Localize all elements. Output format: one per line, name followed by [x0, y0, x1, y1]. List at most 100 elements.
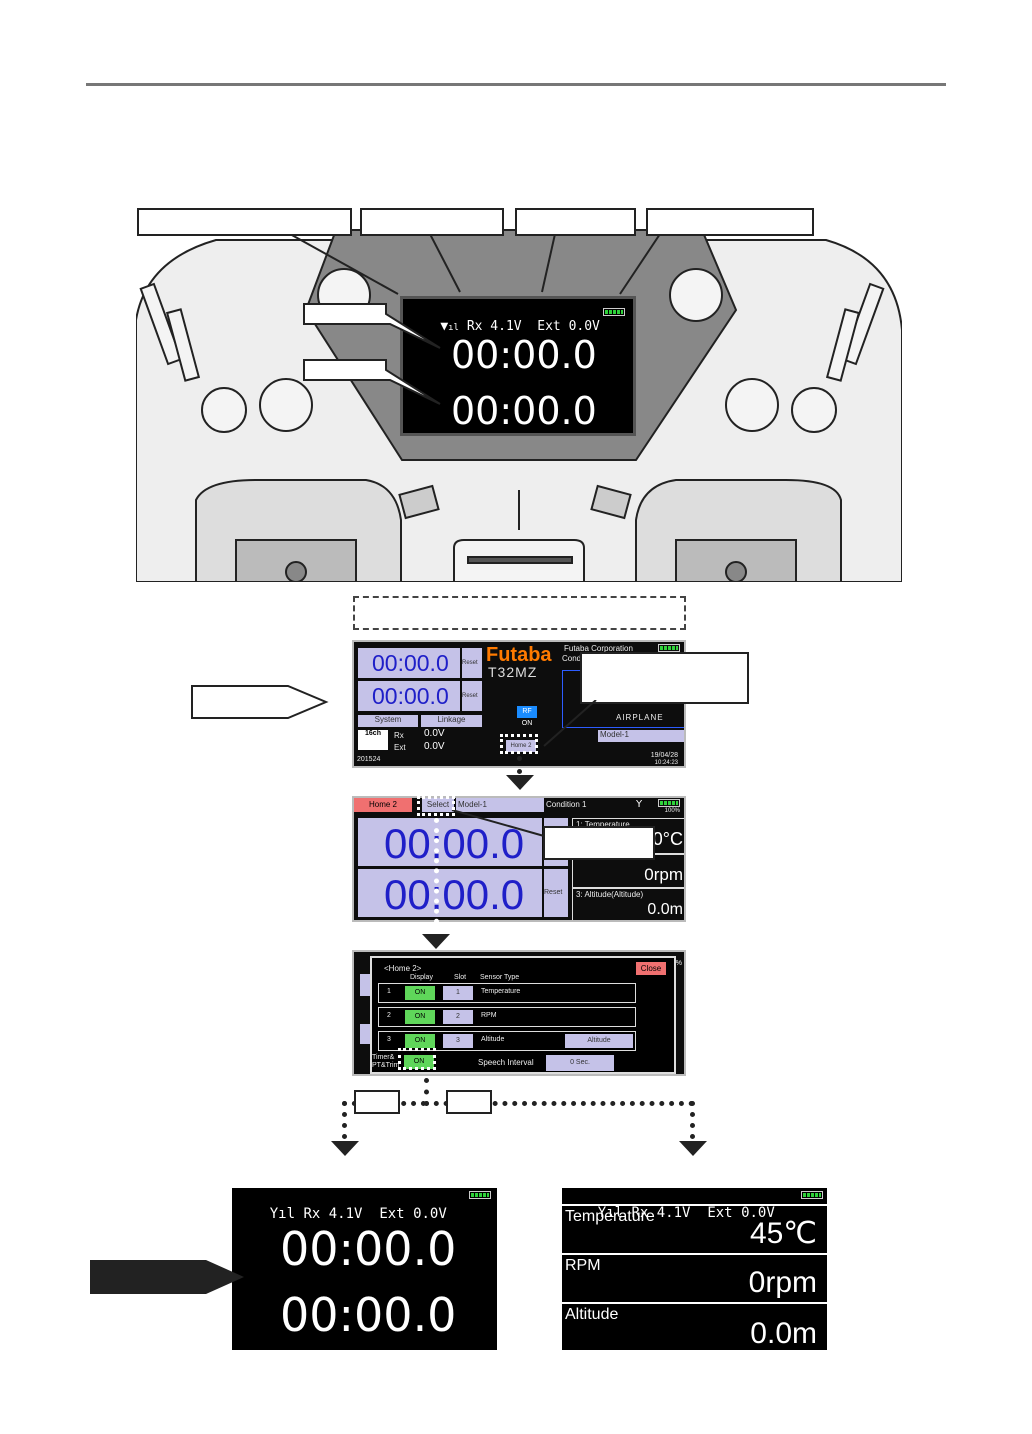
sensor-row-3: 3 ON 3 Altitude Altitude [378, 1031, 636, 1051]
ext-label: Ext [537, 319, 561, 334]
slot3-label: 3: Altitude(Altitude) [576, 890, 644, 899]
home2-timer2-panel[interactable]: 00:00.0 [358, 869, 542, 918]
header-rule [86, 83, 946, 86]
speech-interval-label: Speech Interval [478, 1058, 534, 1067]
date-text: 19/04/28 [650, 752, 678, 759]
row3-altitude-button[interactable]: Altitude [565, 1034, 633, 1048]
background-percent: 7% [671, 960, 682, 967]
home1-callout-pointer [543, 700, 597, 747]
battery-icon [658, 799, 680, 807]
timer-display-toggle[interactable]: ON [404, 1055, 434, 1069]
result-timer1: 00:00.0 [280, 1222, 457, 1276]
timer-callouts [303, 303, 441, 405]
settings-dialog-screen: 7% <Home 2> Close Display Slot Sensor Ty… [352, 950, 686, 1076]
system-button[interactable]: System [358, 715, 418, 727]
telemetry-row-1: Temperature 45℃ [562, 1206, 827, 1255]
row2-sensor: RPM [481, 1012, 497, 1019]
row3-display-toggle[interactable]: ON [405, 1034, 435, 1048]
row2-slot-button[interactable]: 2 [443, 1010, 473, 1024]
col-display: Display [410, 974, 433, 981]
result-arrow-callout [90, 1260, 244, 1294]
home1-ext-label: Ext [394, 743, 406, 752]
speech-interval-button[interactable]: 0 Sec. [546, 1055, 614, 1071]
home1-rx-voltage: 0.0V [424, 728, 445, 739]
home2-tab[interactable]: Home 2 [354, 798, 412, 812]
antenna-icon: Y [636, 799, 643, 810]
rx-voltage: 4.1V [656, 1205, 691, 1221]
arrow-left-result [331, 1141, 359, 1156]
top-timer-screen: ▼ıl Rx 4.1V Ext 0.0V 00:00.0 00:00.0 [400, 296, 636, 436]
home2-timer2: 00:00.0 [384, 871, 525, 918]
battery-percent: 100% [664, 808, 680, 814]
rx-label: Rx [303, 1206, 321, 1222]
battery-icon [658, 644, 680, 652]
branch-drop-left [342, 1101, 347, 1139]
timer-label-2: PT&Trim [372, 1062, 400, 1069]
row1-slot-button[interactable]: 1 [443, 986, 473, 1000]
timer2-panel[interactable]: 00:00.0 [358, 681, 460, 711]
flow-line-1 [517, 756, 522, 774]
rx-voltage: 4.1V [328, 1206, 363, 1222]
sensor2-value: 0rpm [748, 1266, 817, 1299]
corporation-text: Futaba Corporation [564, 644, 633, 653]
sensor3-value: 0.0m [750, 1317, 817, 1350]
signal-icon: ıl [448, 323, 459, 333]
col-slot: Slot [454, 974, 467, 981]
divider [562, 1204, 827, 1206]
result-telemetry-screen: Yıl Rx 4.1V Ext 0.0V Temperature 45℃ RPM… [562, 1188, 827, 1350]
ext-voltage: 0.0V [568, 319, 600, 334]
linkage-button[interactable]: Linkage [421, 715, 482, 727]
slot1-value: 0°C [652, 829, 683, 849]
result-timer2: 00:00.0 [280, 1288, 457, 1342]
timer2-display: 00:00.0 [451, 389, 597, 433]
flow-line-2 [434, 818, 439, 934]
home2-reset2-button[interactable]: Reset [544, 869, 568, 917]
callout-pointers [289, 234, 660, 295]
timer1-panel[interactable]: 00:00.0 [358, 648, 460, 678]
timer-label: Timer& [372, 1054, 395, 1061]
home1-callout-box [580, 652, 749, 704]
branch-line-center [424, 1078, 429, 1106]
product-logo: T32MZ [488, 664, 538, 680]
flow-arrow-1 [506, 775, 534, 790]
telemetry-slot-3[interactable]: 3: Altitude(Altitude) 0.0m [572, 888, 684, 920]
sensor-row-2: 2 ON 2 RPM [378, 1007, 636, 1027]
telemetry-row-2: RPM 0rpm [562, 1255, 827, 1304]
row3-sensor: Altitude [481, 1036, 505, 1043]
home2-settings-dialog: <Home 2> Close Display Slot Sensor Type … [370, 956, 676, 1074]
telemetry-row-3: Altitude 0.0m [562, 1304, 827, 1353]
slot2-value: 0rpm [644, 865, 683, 884]
home2-timer1: 00:00.0 [384, 820, 525, 867]
sensor3-name: Altitude [565, 1306, 619, 1323]
timer1-reset-button[interactable]: Reset [462, 648, 482, 678]
timer2-reset-button[interactable]: Reset [462, 681, 482, 711]
callout-box-3 [515, 208, 636, 236]
row-number: 3 [387, 1036, 391, 1043]
home2-button[interactable]: Home 2 [506, 740, 536, 752]
select-button[interactable]: Select [422, 798, 454, 812]
row3-slot-button[interactable]: 3 [443, 1034, 473, 1048]
battery-icon [603, 308, 625, 316]
background-panel [360, 974, 372, 996]
row2-display-toggle[interactable]: ON [405, 1010, 435, 1024]
home2-model-field[interactable]: Model-1 [456, 798, 544, 812]
model-type-text: AIRPLANE [616, 713, 664, 722]
select-callout-pointer [451, 809, 545, 837]
sensor2-name: RPM [565, 1257, 601, 1274]
condition-label: Condition 1 [546, 800, 587, 809]
home1-timer2: 00:00.0 [372, 683, 449, 709]
close-button[interactable]: Close [636, 962, 666, 975]
home1-ext-voltage: 0.0V [424, 741, 445, 752]
top-status-bar: ▼ıl Rx 4.1V Ext 0.0V [409, 304, 600, 349]
slot1-label: 1: Temperature [576, 820, 630, 829]
row1-display-toggle[interactable]: ON [405, 986, 435, 1000]
callout-box-4 [646, 208, 814, 236]
arrow-right-result [679, 1141, 707, 1156]
home1-timer1: 00:00.0 [372, 650, 449, 676]
ext-voltage: 0.0V [413, 1206, 447, 1222]
col-sensor-type: Sensor Type [480, 974, 520, 981]
battery-icon [801, 1191, 823, 1199]
model-select-button[interactable]: Model-1 [598, 730, 684, 742]
battery-icon [469, 1191, 491, 1199]
ext-voltage: 0.0V [741, 1205, 775, 1221]
